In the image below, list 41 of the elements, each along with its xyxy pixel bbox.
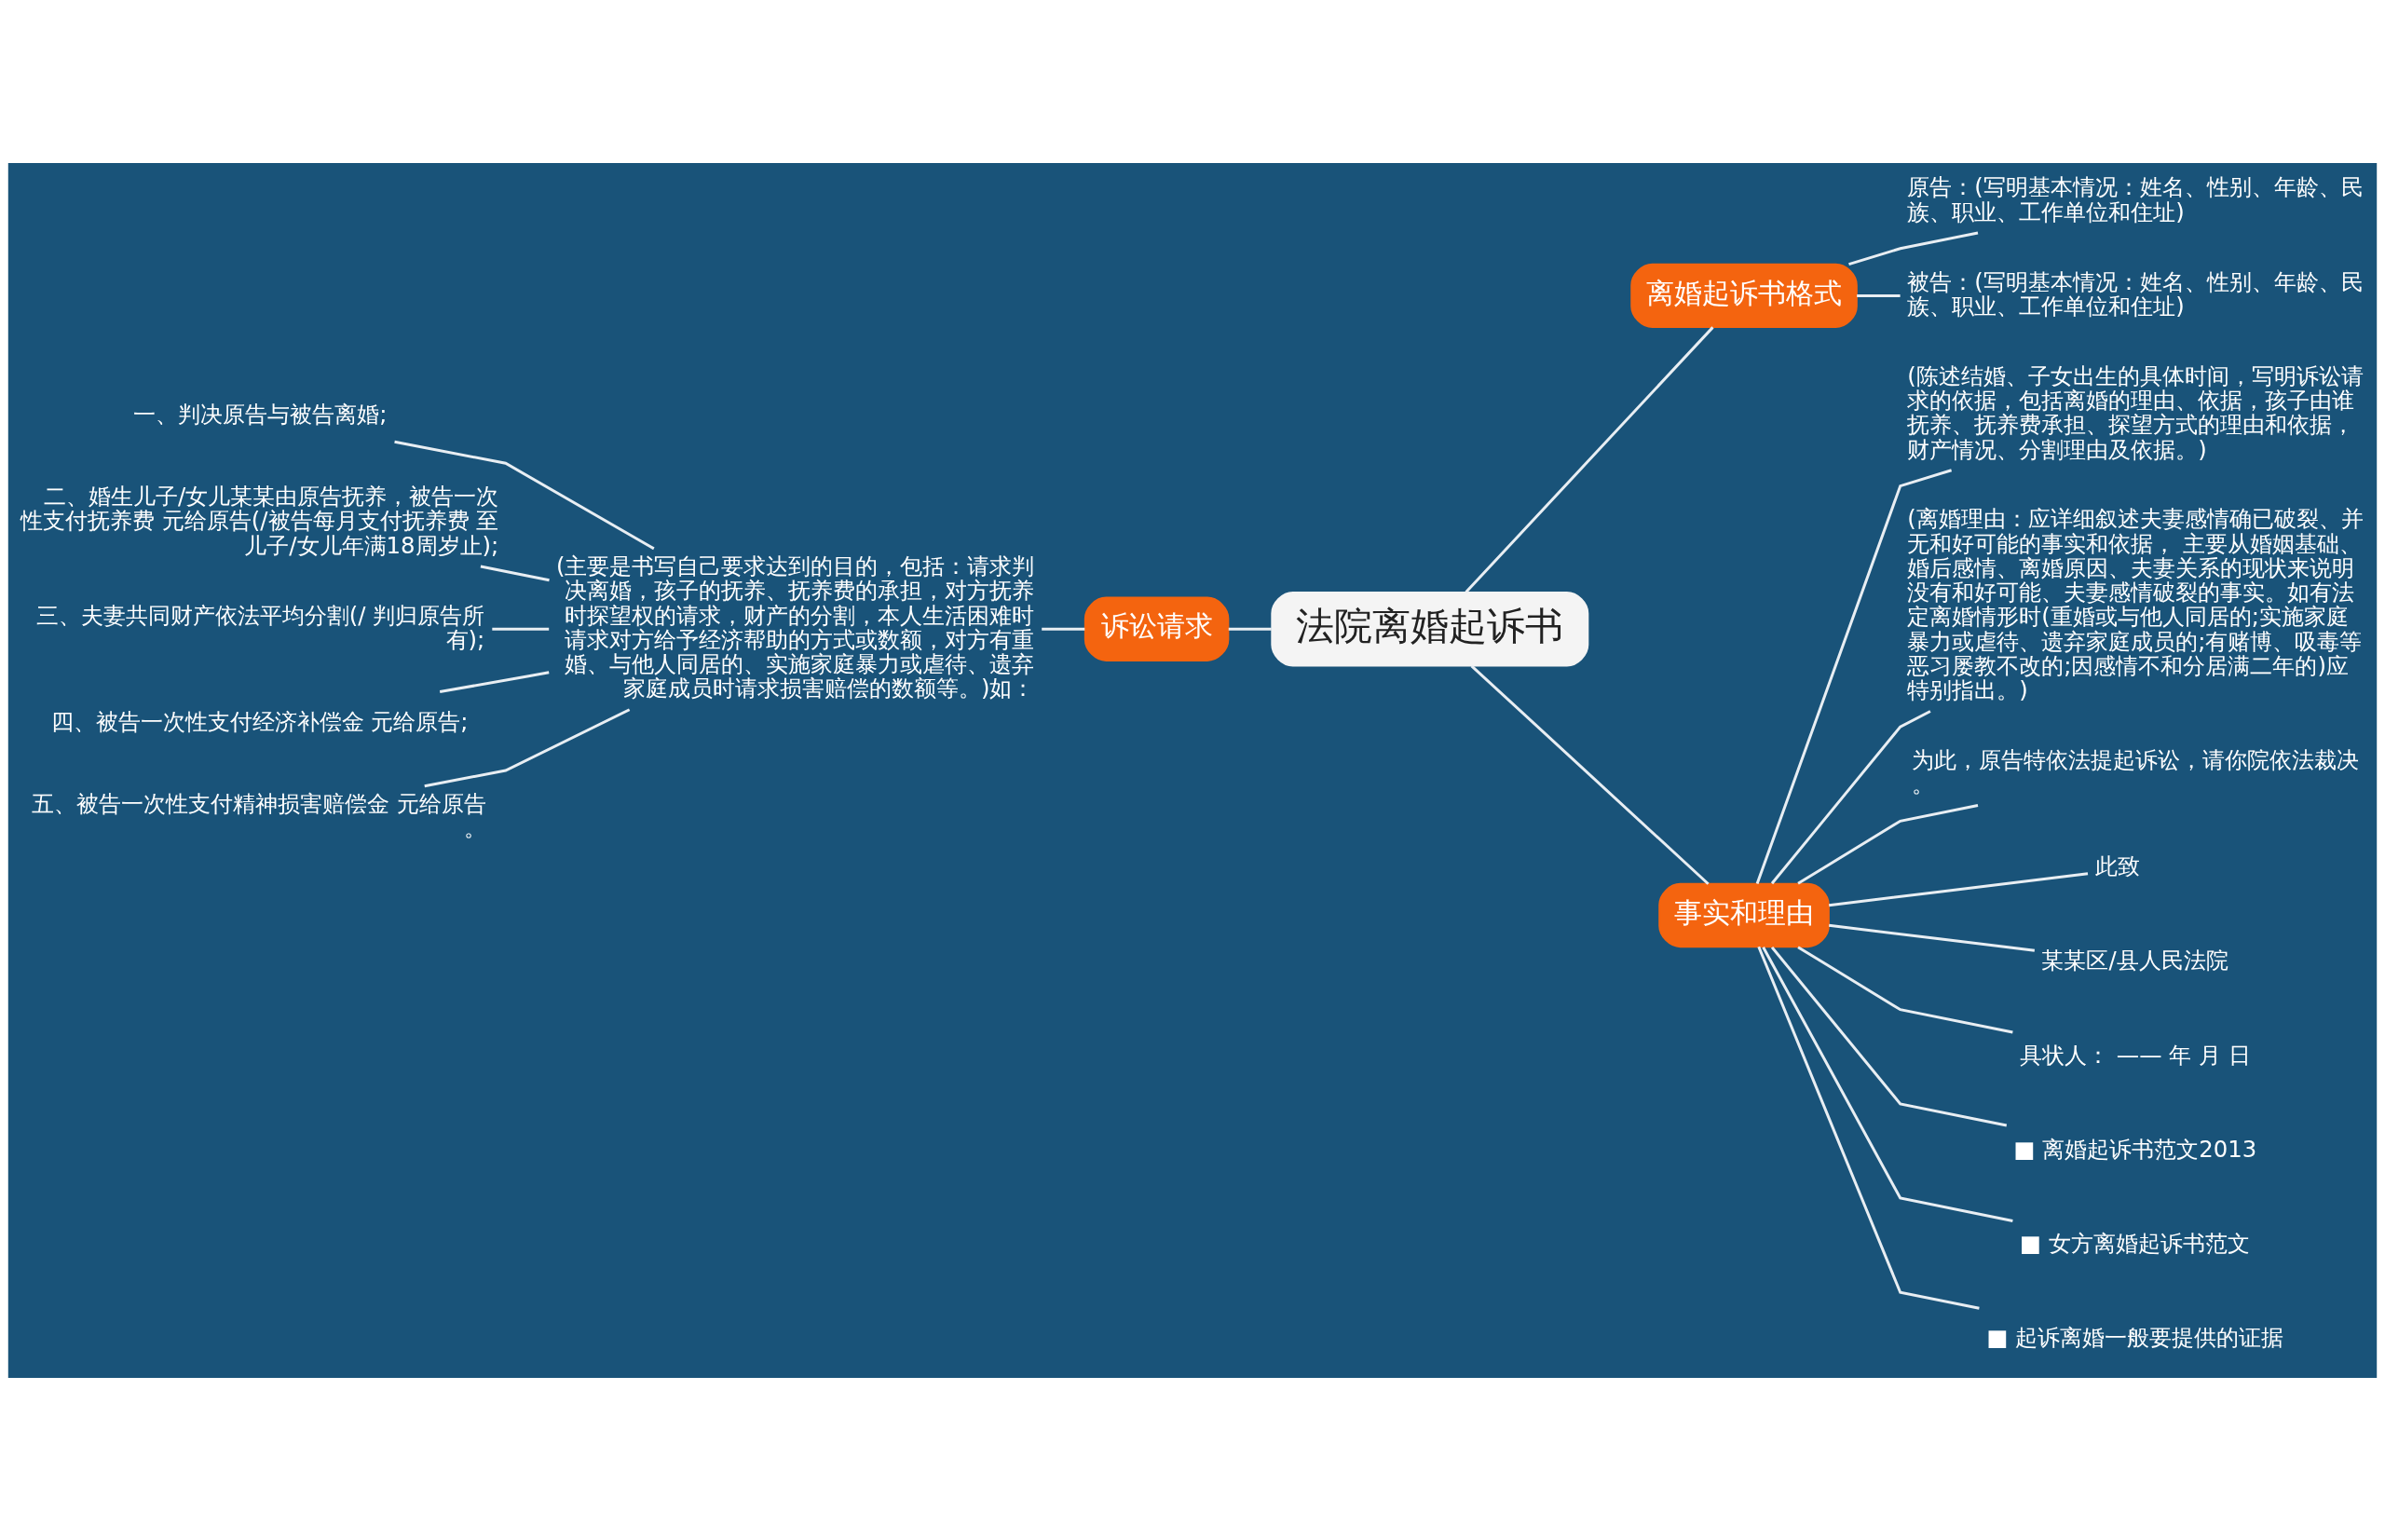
node-text: ■ 离婚起诉书范文2013 — [2013, 1135, 2257, 1163]
connector — [394, 440, 655, 550]
node-text: (主要是书写自己要求达到的目的，包括：请求判决离婚，孩子的抚养、抚养费的承担，对方抚养时探望权的请求，财产的分割，本人生活困难时请求对方给予经济帮助的方式或数额，对方有重婚、与他人同居的、实施家庭暴力或虐待、遗弃家庭成员时请求损害赔偿的数额等。)如： — [555, 552, 1035, 702]
node-text: ■ 起诉离婚一般要提供的证据 — [1986, 1323, 2284, 1351]
connector — [1755, 468, 1953, 884]
node-text: (陈述结婚、子女出生的具体时间，写明诉讼请求的依据，包括离婚的理由、依据，孩子由谁抚养、抚养费承担、探望方式的理由和依据，财产情况、分割理由及依据。) — [1907, 361, 2364, 463]
node-text: 为此，原告特依法提起诉讼，请你院依法裁决。 — [1911, 745, 2359, 797]
node-text: (离婚理由：应详细叙述夫妻感情确已破裂、并无和好可能的事实和依据， 主要从婚姻基础、婚后感情、离婚原因、夫妻关系的现状来说明没有和好可能、夫妻感情破裂的事实。如有法定离婚情形时(重婚或与他人同居的;实施家庭暴力或虐待、遗弃家庭成员的;有赌博、吸毒等恶习屡教不改的;因感情不和分居满二年的)应特别指出。) — [1907, 504, 2364, 703]
connector — [1848, 231, 1979, 266]
node-box: 法院离婚起诉书 — [1271, 591, 1589, 667]
connector — [1770, 946, 2008, 1126]
connector — [1465, 325, 1714, 593]
node-text: 一、判决原告与被告离婚; — [133, 400, 388, 428]
node-text: 被告：(写明基本情况：姓名、性别、年龄、民族、职业、工作单位和住址) — [1907, 267, 2364, 320]
node-text: ■ 女方离婚起诉书范文 — [2020, 1229, 2250, 1257]
connector — [1828, 871, 2089, 906]
connector — [1797, 945, 2013, 1034]
node-text: 五、被告一次性支付精神损害赔偿金 元给原告。 — [32, 789, 487, 841]
connector — [1770, 709, 1931, 884]
node-text: 原告：(写明基本情况：姓名、性别、年龄、民族、职业、工作单位和住址) — [1907, 172, 2364, 225]
connector — [480, 564, 550, 581]
node-text: 三、夫妻共同财产依法平均分割(/ 判归原告所有); — [35, 601, 485, 653]
connector — [1042, 627, 1085, 631]
node-box: 离婚起诉书格式 — [1630, 263, 1858, 328]
node-text: 具状人： —— 年 月 日 — [2020, 1041, 2251, 1069]
node-text: 某某区/县人民法院 — [2041, 946, 2228, 974]
connector — [1470, 664, 1710, 885]
connector — [1762, 946, 2013, 1222]
connector — [1857, 293, 1901, 297]
node-text: 二、婚生儿子/女儿某某由原告抚养，被告一次性支付抚养费 元给原告(/被告每月支付抚养费 至儿子/女儿年满18周岁止); — [20, 482, 499, 559]
node-text: 四、被告一次性支付经济补偿金 元给原告; — [50, 707, 469, 735]
connector — [492, 627, 550, 631]
connector — [1228, 627, 1272, 631]
node-text: 此致 — [2094, 852, 2140, 879]
connector — [424, 707, 631, 787]
node-box: 诉讼请求 — [1083, 596, 1230, 661]
connector — [1797, 803, 1979, 885]
connector — [1757, 946, 1980, 1310]
node-box: 事实和理由 — [1658, 882, 1830, 947]
connector — [439, 670, 550, 693]
connector — [1828, 923, 2036, 952]
